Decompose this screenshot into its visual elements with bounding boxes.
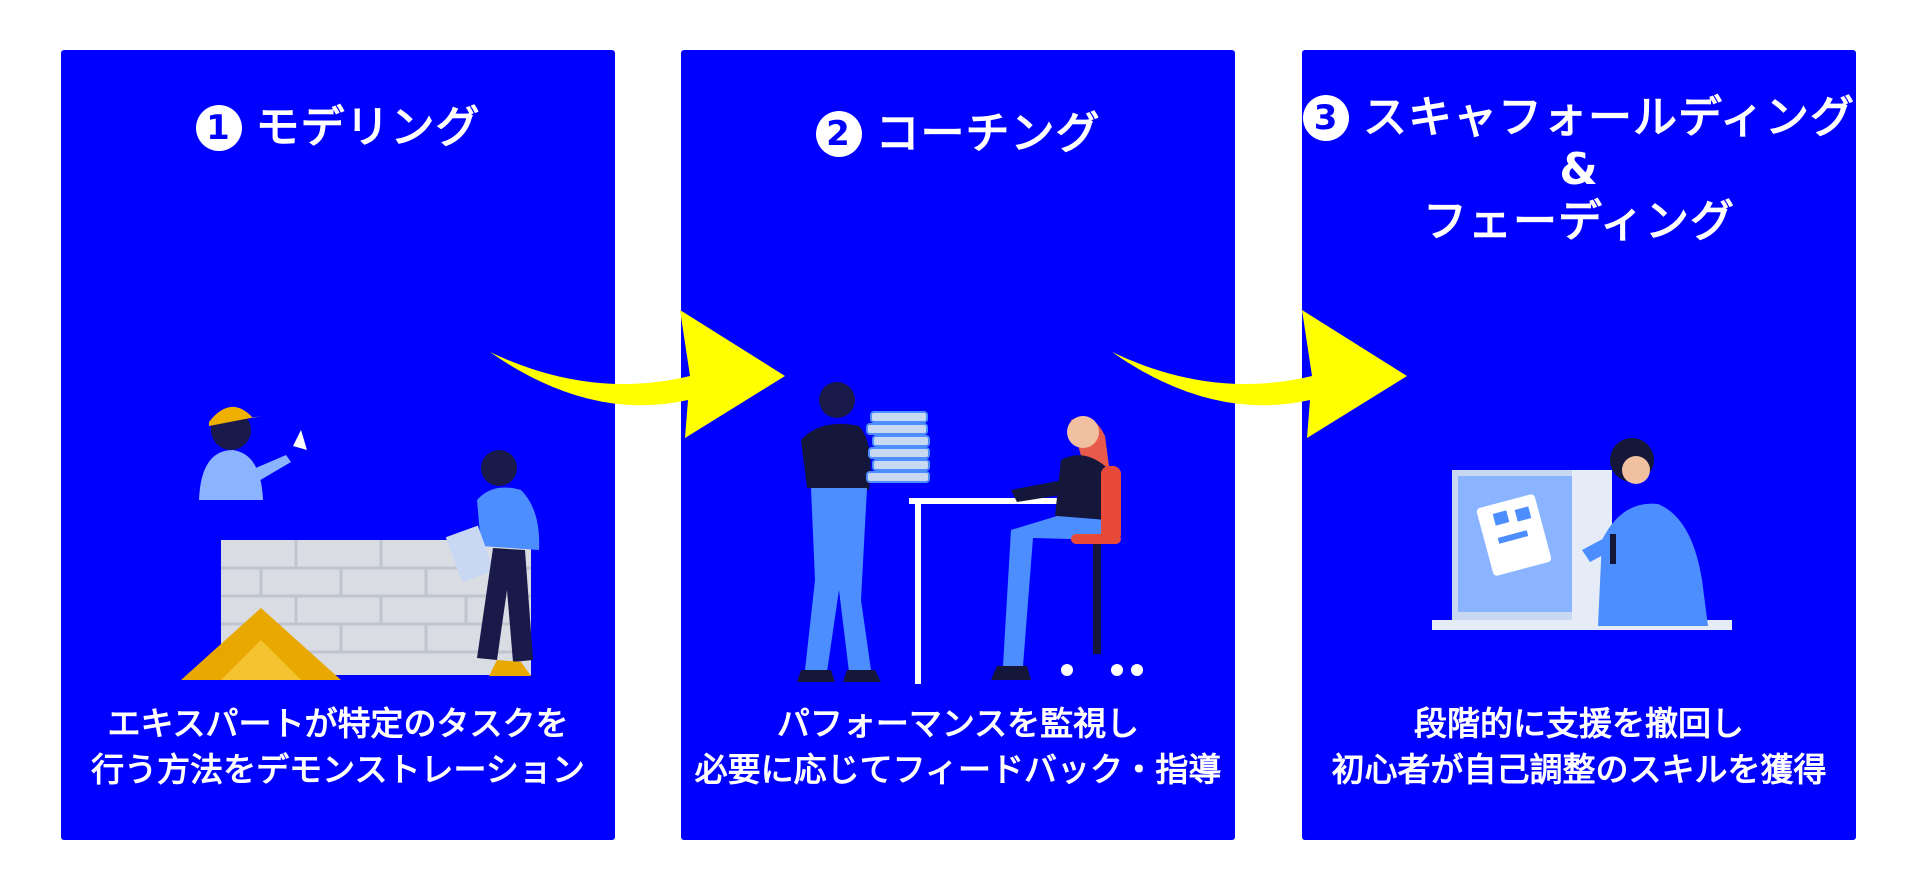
arrow-right-icon (490, 310, 785, 438)
step-title-text: フェーディング (1423, 196, 1735, 247)
step-description-line: エキスパートが特定のタスクを (107, 704, 569, 743)
step-number-badge: 1 (195, 105, 242, 151)
step-description: 段階的に支援を撤回し 初心者が自己調整のスキルを獲得 (1302, 701, 1856, 793)
step-description: パフォーマンスを監視し 必要に応じてフィードバック・指導 (681, 701, 1235, 793)
step-description-line: 必要に応じてフィードバック・指導 (694, 750, 1222, 789)
step-description-line: 初心者が自己調整のスキルを獲得 (1331, 750, 1827, 789)
step-title-text: & (1559, 144, 1599, 195)
arrow-right-icon (1112, 310, 1407, 438)
step-number-badge: 2 (815, 111, 862, 157)
step-title: 2 コーチング (681, 108, 1235, 160)
step-title: 3 スキャフォールディング & フェーディング (1302, 92, 1856, 248)
step-title-text: スキャフォールディング (1363, 92, 1855, 143)
step-description-line: 行う方法をデモンストレーション (91, 750, 585, 789)
step-description-line: パフォーマンスを監視し (776, 704, 1140, 743)
scaffolding-illustration (1432, 438, 1732, 630)
coaching-illustration (797, 382, 1143, 684)
step-panel-modeling: 1 モデリング (61, 50, 615, 840)
step-description: エキスパートが特定のタスクを 行う方法をデモンストレーション (61, 701, 615, 793)
step-description-line: 段階的に支援を撤回し (1414, 704, 1744, 743)
step-number-badge: 3 (1303, 95, 1350, 141)
step-title: 1 モデリング (61, 102, 615, 154)
step-panel-scaffolding-fading: 3 スキャフォールディング & フェーディング 段階的に支援を撤回し 初心者が自己… (1302, 50, 1856, 840)
step-title-text: コーチング (875, 108, 1101, 159)
bricklaying-illustration (181, 406, 540, 680)
step-title-text: モデリング (255, 102, 481, 153)
